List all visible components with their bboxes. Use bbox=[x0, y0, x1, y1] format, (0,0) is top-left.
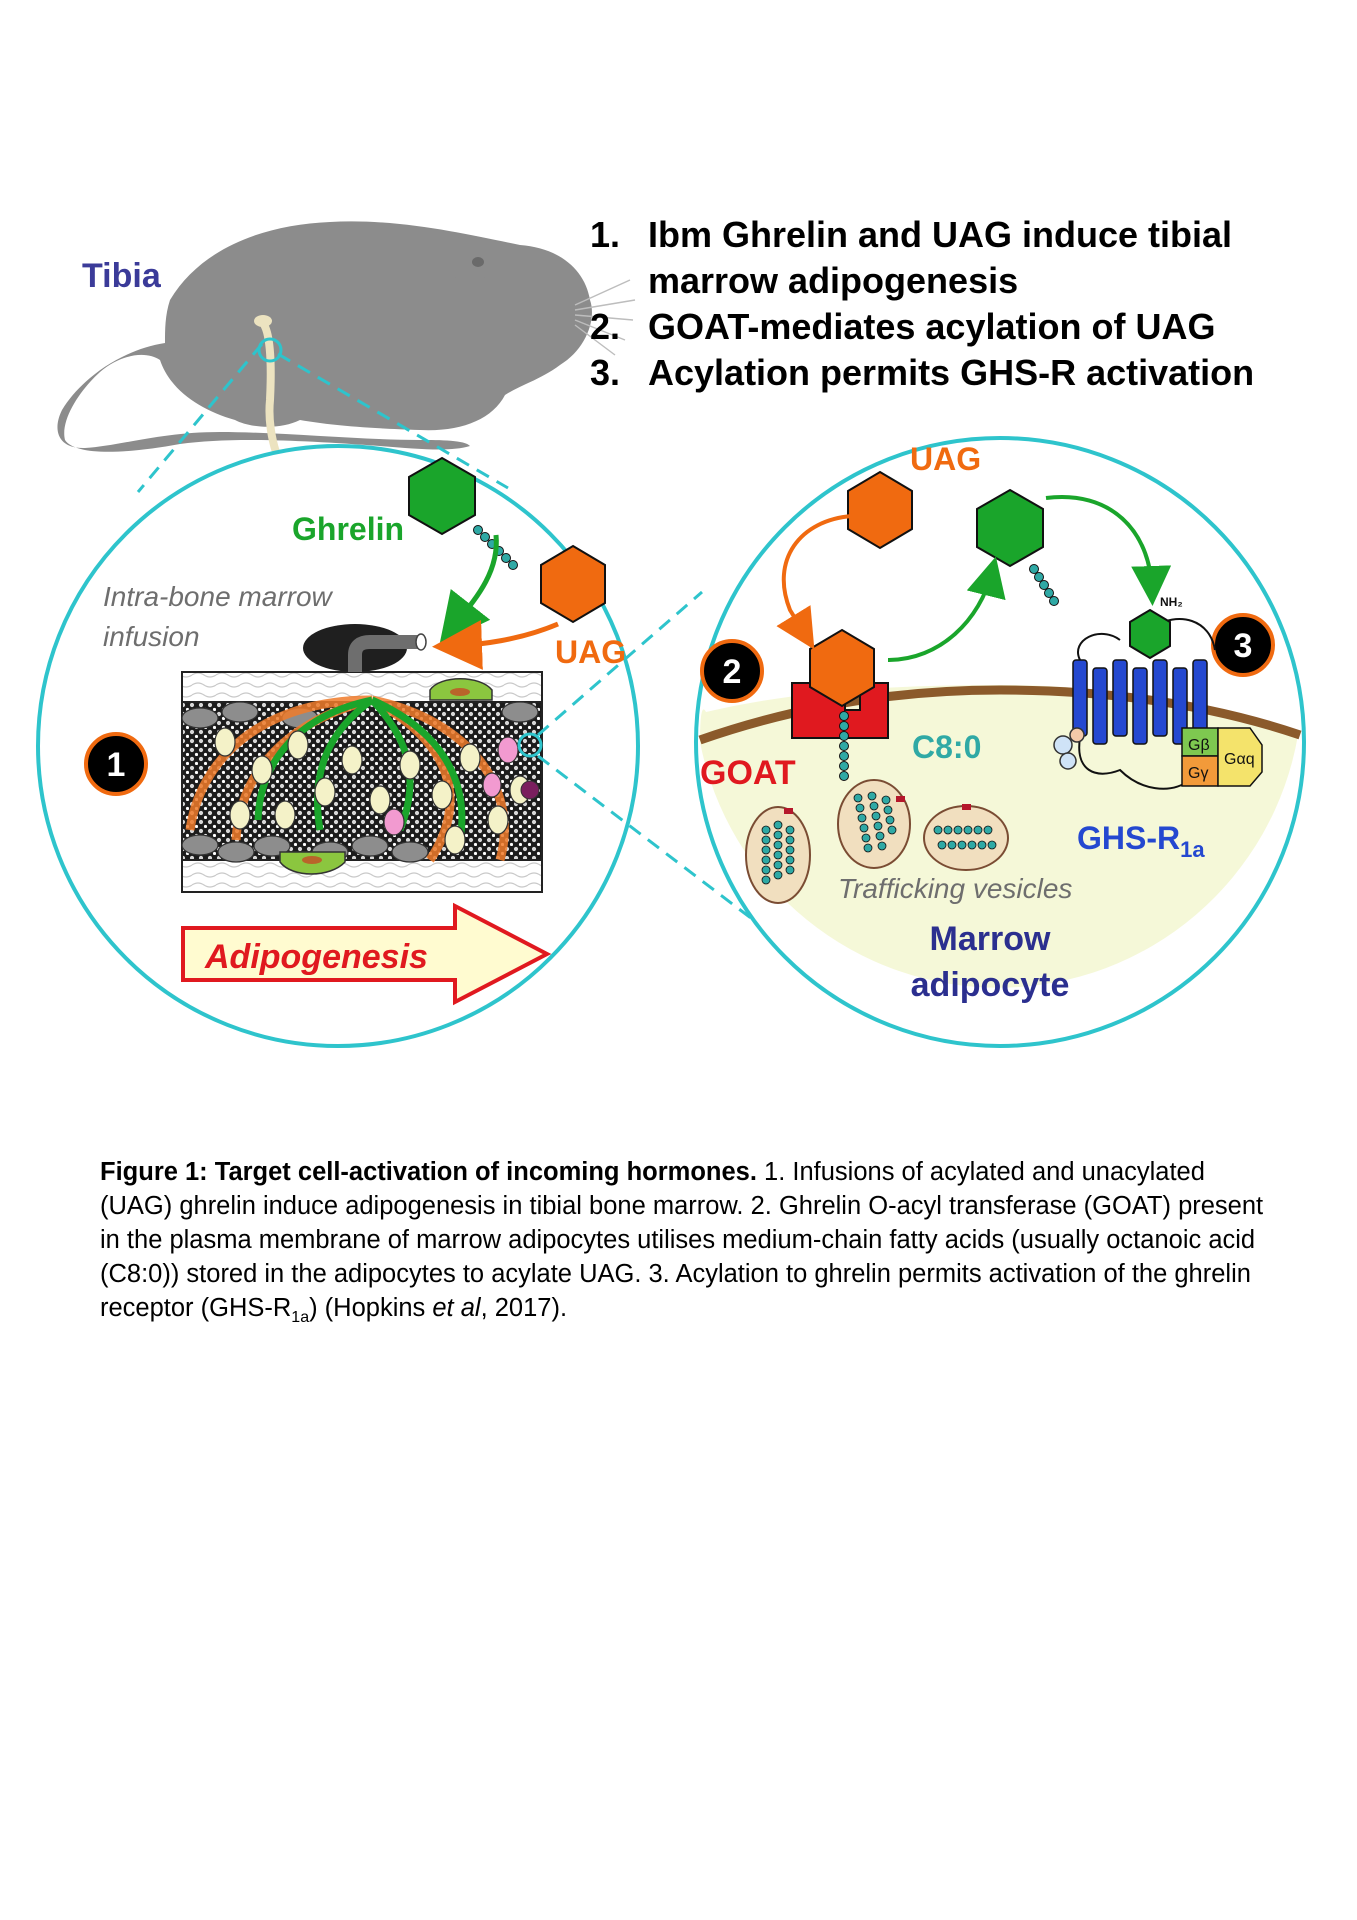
trafficking-vesicles-label: Trafficking vesicles bbox=[838, 873, 1072, 904]
step-text: Ibm Ghrelin and UAG induce tibial marrow… bbox=[648, 214, 1233, 301]
step-number: 3. bbox=[590, 352, 621, 393]
zoom-lines-right bbox=[537, 590, 761, 927]
step-3-badge-text: 3 bbox=[1234, 627, 1253, 665]
figure-caption: Figure 1: Target cell-activation of inco… bbox=[100, 1155, 1280, 1335]
g-gamma-label: Gγ bbox=[1188, 765, 1208, 782]
mouse-silhouette bbox=[57, 221, 636, 456]
step-3-badge: 3 bbox=[1211, 613, 1275, 677]
step-number: 2. bbox=[590, 306, 621, 347]
ghsr-receptor bbox=[1053, 608, 1263, 790]
step-2-badge-text: 2 bbox=[723, 653, 742, 691]
ghrelin-molecule bbox=[408, 456, 518, 570]
ghrelin-to-receptor-arrow bbox=[1045, 495, 1172, 606]
goat-to-ghrelin-arrow bbox=[887, 556, 1006, 662]
tibia-focus-circle bbox=[257, 337, 283, 363]
adipocyte-label: adipocyte bbox=[911, 966, 1070, 1004]
nh2-label: NH₂ bbox=[1160, 595, 1183, 609]
adipogenesis-label: Adipogenesis bbox=[204, 938, 428, 976]
headline-step-2: 2. GOAT-mediates acylation of UAG bbox=[590, 304, 1330, 350]
goat-enzyme bbox=[791, 628, 889, 781]
uag-molecule-left bbox=[540, 544, 606, 624]
ghsr-label: GHS-R1a bbox=[1077, 820, 1205, 862]
intra-bone-marrow-label: Intra-bone marrow bbox=[103, 581, 334, 612]
acylated-ghrelin-molecule bbox=[976, 488, 1059, 606]
step-text: GOAT-mediates acylation of UAG bbox=[648, 306, 1216, 347]
figure-diagram: Tibia Ghrelin UAG Intra-bone marrow infu… bbox=[36, 221, 1306, 1048]
step-text: Acylation permits GHS-R activation bbox=[648, 352, 1255, 393]
g-alpha-label: Gαq bbox=[1224, 751, 1255, 768]
headline-steps: 1. Ibm Ghrelin and UAG induce tibial mar… bbox=[590, 212, 1330, 396]
caption-subscript: 1a bbox=[291, 1309, 310, 1327]
step-1-badge-text: 1 bbox=[107, 746, 126, 784]
uag-molecule-right bbox=[847, 470, 913, 550]
infusion-label: infusion bbox=[103, 621, 200, 652]
adipogenesis-arrow: Adipogenesis bbox=[181, 902, 552, 1006]
catheter bbox=[348, 635, 420, 672]
caption-title: Figure 1: Target cell-activation of inco… bbox=[100, 1158, 757, 1186]
caption-et-al: et al bbox=[432, 1294, 481, 1322]
caption-year: , 2017). bbox=[480, 1294, 568, 1322]
caption-body: 1. Infusions of acylated and unacylated … bbox=[100, 1158, 1264, 1322]
goat-label: GOAT bbox=[700, 754, 796, 792]
step-1-badge: 1 bbox=[84, 732, 148, 796]
c80-label: C8:0 bbox=[912, 729, 981, 765]
step-number: 1. bbox=[590, 214, 621, 255]
uag-infusion-arrow bbox=[432, 619, 559, 670]
step-2-badge: 2 bbox=[700, 639, 764, 703]
g-beta-label: Gβ bbox=[1188, 737, 1210, 754]
uag-to-goat-arrow bbox=[776, 514, 853, 650]
headline-step-1: 1. Ibm Ghrelin and UAG induce tibial mar… bbox=[590, 212, 1330, 304]
trafficking-vesicles bbox=[745, 779, 1009, 904]
bone-marrow-section bbox=[181, 624, 543, 893]
uag-label-right: UAG bbox=[910, 441, 981, 477]
caption-citation-open: ) (Hopkins bbox=[309, 1294, 433, 1322]
tibia-label: Tibia bbox=[82, 257, 162, 295]
headline-step-3: 3. Acylation permits GHS-R activation bbox=[590, 350, 1330, 396]
uag-label-left: UAG bbox=[555, 634, 626, 670]
ghrelin-label: Ghrelin bbox=[292, 511, 404, 547]
marrow-label: Marrow bbox=[930, 920, 1051, 958]
zoom-lines-left bbox=[136, 343, 509, 493]
